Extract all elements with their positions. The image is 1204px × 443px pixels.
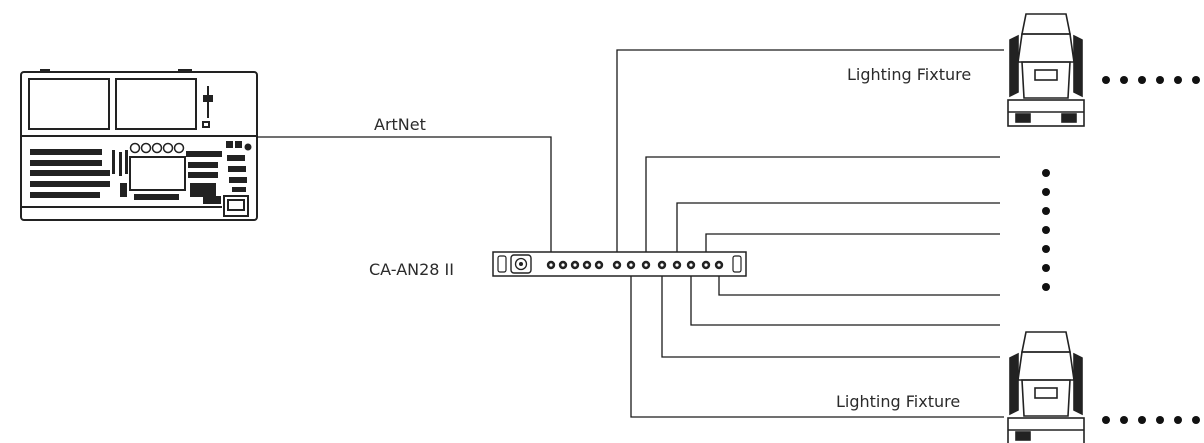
more-fixtures-dots-bottom [1102, 416, 1200, 424]
artnet-cable [257, 136, 552, 258]
more-fixtures-dots-vertical [1042, 169, 1050, 291]
fixture-label-top: Lighting Fixture [847, 65, 972, 84]
node-model-label: CA-AN28 II [369, 260, 454, 279]
artnet-node-icon [492, 251, 747, 277]
cable-out-5 [718, 268, 1000, 296]
moving-head-icon [1007, 13, 1085, 127]
cable-out-3 [676, 202, 1000, 258]
fixture-label-bottom: Lighting Fixture [836, 392, 961, 411]
wiring [257, 49, 1004, 418]
console-fader-bank [30, 69, 247, 204]
cable-out-2 [645, 156, 1000, 258]
cable-out-7 [661, 268, 1000, 358]
cable-out-8 [630, 268, 1004, 418]
moving-head-icon [1007, 331, 1085, 443]
lighting-console-icon [20, 71, 258, 221]
cable-out-6 [690, 268, 1000, 326]
cable-out-4 [705, 233, 1000, 258]
cable-out-1 [616, 49, 1004, 258]
protocol-label: ArtNet [374, 115, 426, 134]
more-fixtures-dots-top [1102, 76, 1200, 84]
